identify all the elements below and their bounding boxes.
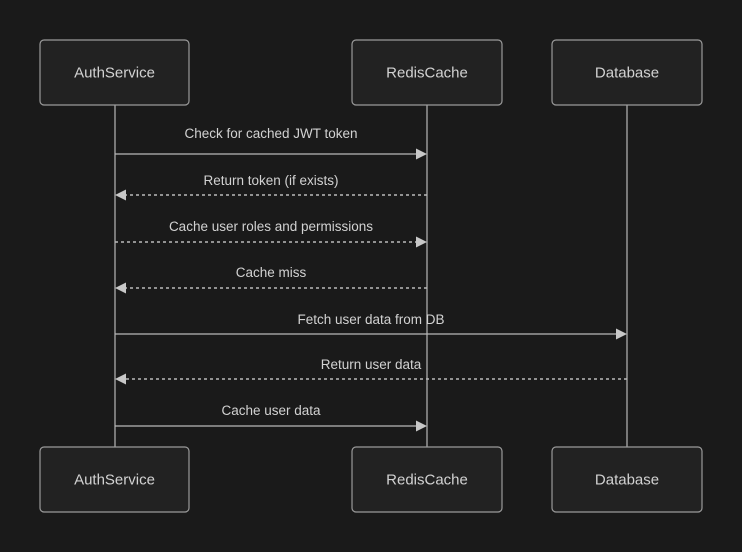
message-arrowhead-6 (416, 420, 427, 432)
message-5: Return user data (115, 357, 627, 385)
message-label-6: Cache user data (221, 403, 321, 418)
message-arrowhead-0 (416, 148, 427, 160)
message-arrowhead-4 (616, 328, 627, 340)
message-label-4: Fetch user data from DB (297, 312, 444, 327)
message-label-3: Cache miss (236, 265, 307, 280)
participant-label-db: Database (595, 64, 659, 81)
actor-boxes-top: AuthService RedisCache Database (39, 39, 703, 106)
message-label-2: Cache user roles and permissions (169, 219, 373, 234)
message-label-1: Return token (if exists) (203, 173, 338, 188)
message-1: Return token (if exists) (115, 173, 427, 201)
participant-db-top[interactable]: Database (551, 39, 703, 106)
message-4: Fetch user data from DB (115, 312, 627, 340)
message-0: Check for cached JWT token (115, 126, 427, 160)
participant-box-db (551, 39, 703, 106)
participant-box-redis (351, 39, 503, 106)
participant-label-auth: AuthService (74, 64, 155, 81)
participant-auth-top[interactable]: AuthService (39, 39, 190, 106)
participant-redis-bottom[interactable]: RedisCache (351, 446, 503, 513)
participant-label-auth: AuthService (74, 471, 155, 488)
participant-box-db (551, 446, 703, 513)
message-arrowhead-2 (416, 236, 427, 248)
lifelines-group (114, 105, 628, 447)
participant-box-redis (351, 446, 503, 513)
participant-label-redis: RedisCache (386, 64, 468, 81)
participant-auth-bottom[interactable]: AuthService (39, 446, 190, 513)
participant-label-redis: RedisCache (386, 471, 468, 488)
message-label-5: Return user data (321, 357, 422, 372)
participant-redis-top[interactable]: RedisCache (351, 39, 503, 106)
participant-box-auth (39, 39, 190, 106)
message-arrowhead-5 (115, 373, 126, 385)
message-6: Cache user data (115, 403, 427, 432)
participant-box-auth (39, 446, 190, 513)
message-2: Cache user roles and permissions (115, 219, 427, 248)
actor-boxes-bottom: AuthService RedisCache Database (39, 446, 703, 513)
message-3: Cache miss (115, 265, 427, 294)
participant-db-bottom[interactable]: Database (551, 446, 703, 513)
participant-label-db: Database (595, 471, 659, 488)
message-label-0: Check for cached JWT token (184, 126, 357, 141)
message-arrowhead-1 (115, 189, 126, 201)
message-arrowhead-3 (115, 282, 126, 294)
